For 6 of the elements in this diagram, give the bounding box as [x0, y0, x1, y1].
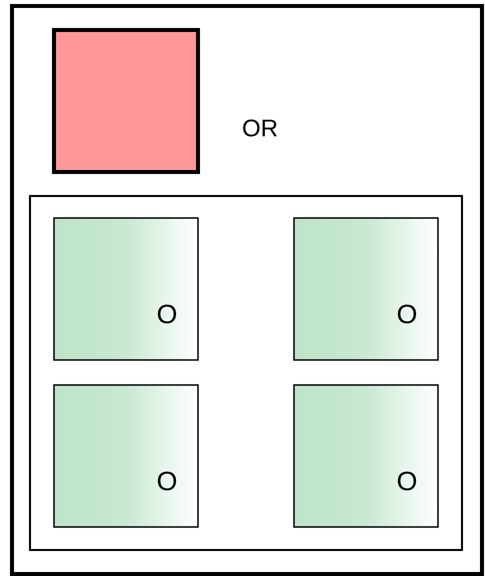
gradient-box: O: [53, 384, 199, 528]
gradient-box: O: [293, 384, 439, 528]
beside-label: OR: [243, 120, 277, 136]
square-box: [52, 28, 200, 174]
gradient-box: O: [53, 217, 199, 361]
gradient-box: O: [293, 217, 439, 361]
